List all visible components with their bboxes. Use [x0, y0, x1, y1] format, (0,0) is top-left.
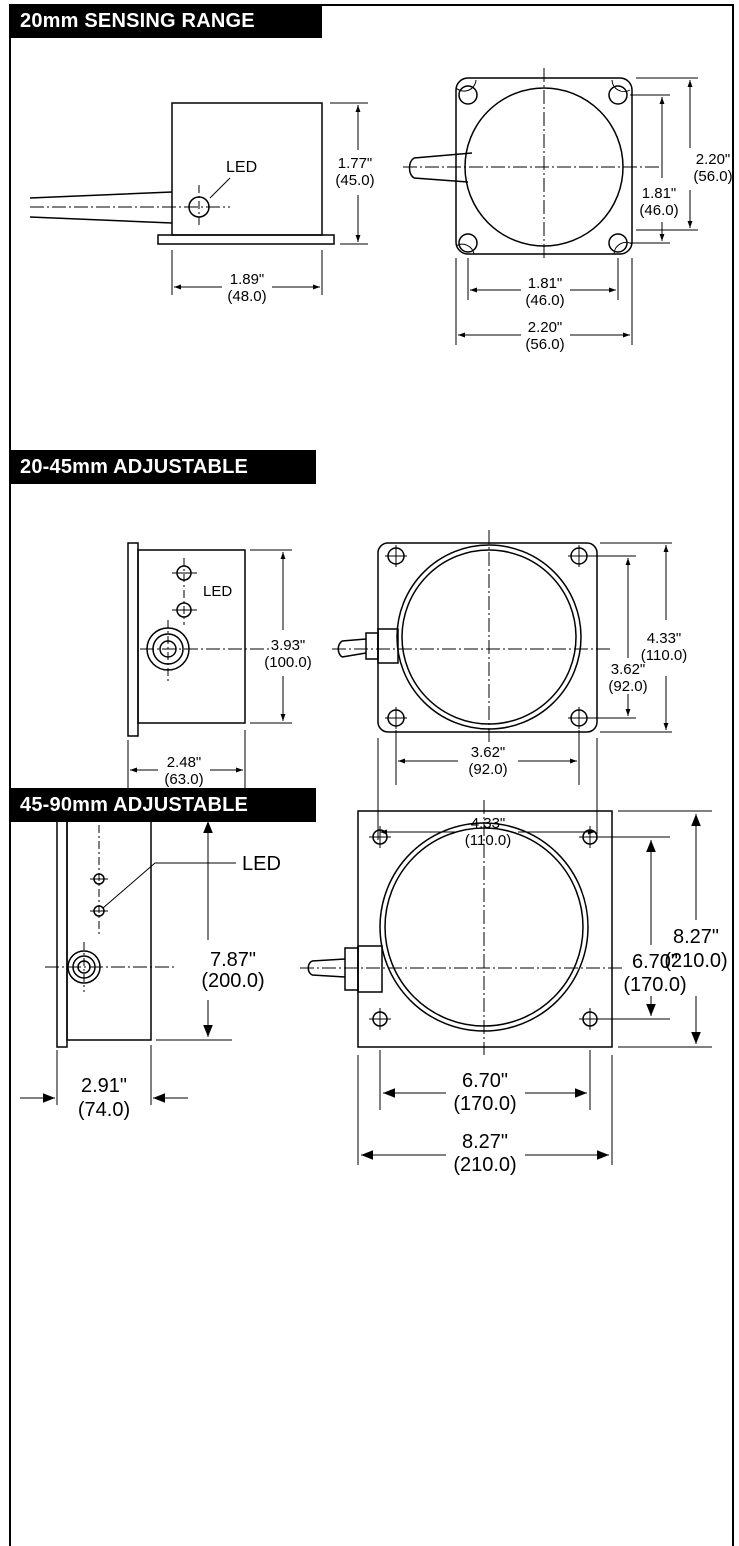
dim-side-width-mm: (63.0): [164, 771, 203, 788]
dim-side-width-in: 1.89": [230, 271, 265, 288]
dim-hole-spacing-h-in: 1.81": [528, 275, 563, 292]
dim-hole-spacing-v-mm: (170.0): [623, 974, 686, 996]
dim-side-width-mm: (74.0): [78, 1099, 130, 1121]
dim-hole-spacing-h-in: 6.70": [462, 1070, 508, 1092]
led-label: LED: [203, 583, 232, 600]
dim-hole-spacing-h-in: 3.62": [471, 744, 506, 761]
dim-overall-v-in: 2.20": [696, 151, 731, 168]
mounting-hole: [458, 233, 478, 253]
dim-hole-spacing-v-mm: (46.0): [639, 202, 678, 219]
dim-hole-spacing-v-in: 1.81": [642, 185, 677, 202]
page-frame: [9, 4, 734, 1546]
dim-overall-v-mm: (56.0): [693, 168, 732, 185]
section-20mm-front-view: [403, 68, 660, 258]
dim-hole-spacing-v-in: 6.70": [632, 951, 678, 973]
dim-hole-spacing-h-mm: (92.0): [468, 761, 507, 778]
dim-side-width-in: 2.91": [81, 1075, 127, 1097]
section-45-90mm-side-view: [45, 810, 236, 1048]
dim-hole-spacing-v-mm: (92.0): [608, 678, 647, 695]
dim-overall-v-mm: (210.0): [664, 950, 727, 972]
mounting-hole: [608, 233, 628, 253]
section-20-45mm-front-view: [332, 530, 612, 745]
dim-overall-h-mm: (56.0): [525, 336, 564, 353]
section-header-20mm: 20mm SENSING RANGE: [10, 4, 322, 38]
dim-overall-v-in: 8.27": [673, 926, 719, 948]
dim-side-height-in: 1.77": [338, 155, 373, 172]
section-20-45mm-side-dimensions: [127, 549, 292, 790]
led-label: LED: [226, 159, 257, 176]
dim-side-width-mm: (48.0): [227, 288, 266, 305]
section-title: 20-45mm ADJUSTABLE: [20, 456, 249, 478]
dim-overall-v-mm: (110.0): [641, 647, 687, 664]
dim-side-height-in: 3.93": [271, 637, 306, 654]
section-20mm-front-dimensions: [455, 77, 698, 345]
dim-side-height-mm: (200.0): [201, 970, 264, 992]
dim-overall-h-in: 2.20": [528, 319, 563, 336]
section-45-90mm-front-dimensions: [357, 810, 712, 1165]
dim-side-height-in: 7.87": [210, 949, 256, 971]
dim-hole-spacing-h-mm: (170.0): [453, 1093, 516, 1115]
dim-overall-h-mm: (110.0): [465, 832, 511, 849]
dim-side-height-mm: (45.0): [335, 172, 374, 189]
section-20mm-side-view: [29, 102, 335, 245]
dim-overall-v-in: 4.33": [647, 630, 682, 647]
section-45-90mm-front-view: [300, 800, 625, 1055]
section-header-20-45mm: 20-45mm ADJUSTABLE: [10, 450, 316, 484]
section-20-45mm-front-dimensions: [377, 542, 672, 840]
section-20-45mm-side-view: [127, 542, 270, 737]
section-title: 45-90mm ADJUSTABLE: [20, 794, 249, 816]
dim-side-width-in: 2.48": [167, 754, 202, 771]
dim-hole-spacing-h-mm: (46.0): [525, 292, 564, 309]
section-45-90mm-side-dimensions: [20, 817, 232, 1105]
led-label: LED: [242, 853, 281, 875]
section-20mm-side-dimensions: [171, 102, 368, 295]
dim-side-height-mm: (100.0): [264, 654, 312, 671]
dim-overall-h-in: 8.27": [462, 1131, 508, 1153]
section-header-45-90mm: 45-90mm ADJUSTABLE: [10, 788, 316, 822]
dim-hole-spacing-v-in: 3.62": [611, 661, 646, 678]
mounting-hole: [608, 85, 628, 105]
section-title: 20mm SENSING RANGE: [20, 10, 255, 32]
mounting-hole: [458, 85, 478, 105]
dim-overall-h-mm: (210.0): [453, 1154, 516, 1176]
